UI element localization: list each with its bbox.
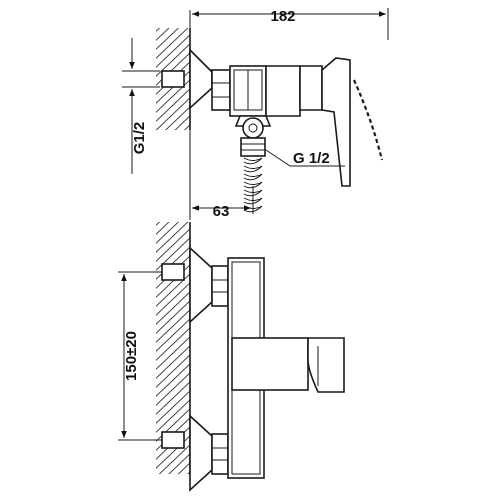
hatch-line (150, 0, 192, 28)
hatch-line (187, 471, 190, 474)
hatch-line (156, 97, 190, 130)
hatch-line (156, 336, 190, 370)
hatch-line (156, 28, 161, 32)
hatch-line (156, 372, 190, 406)
hatch-line (156, 70, 190, 104)
hatch-line (156, 88, 190, 122)
outlet-nut (240, 137, 266, 157)
wall-hatching-bottom (150, 182, 192, 500)
hatch-line (156, 28, 189, 59)
lower-flange (189, 414, 213, 492)
dim-inlet-spacing: 150±20 (123, 331, 140, 381)
upper-flange (189, 246, 213, 324)
hatch-line (156, 291, 190, 325)
hatch-line (156, 237, 190, 271)
body-extension (265, 65, 301, 117)
hatch-line (156, 363, 190, 397)
hatch-line (156, 34, 190, 68)
hatch-line (156, 327, 190, 361)
hatch-line (156, 381, 190, 415)
hatch-line (156, 273, 190, 307)
flange (189, 48, 213, 110)
hatch-line (150, 182, 192, 222)
dim-overall-width: 182 (270, 8, 295, 25)
hatch-line (168, 453, 190, 474)
dim-projection: 63 (213, 203, 230, 220)
hatch-line (156, 309, 190, 343)
hatch-line (156, 43, 190, 77)
hatch-line (156, 399, 190, 433)
lower-inlet-stub (161, 431, 185, 449)
hatch-line (156, 222, 180, 244)
hose-coil (243, 157, 263, 165)
handle-swing-path (352, 79, 384, 161)
hatch-line (156, 28, 170, 41)
upper-inlet-stub (161, 263, 185, 281)
hatch-line (156, 222, 189, 253)
hose-coil (243, 181, 263, 189)
leader-outlet-thread (265, 149, 291, 167)
hatch-line (183, 124, 190, 130)
hatch-line (156, 228, 190, 262)
hatch-line (156, 435, 190, 469)
lever-handle (321, 57, 351, 187)
hatch-line (165, 106, 190, 130)
eccentric-nut (211, 69, 231, 111)
top-view: 150±20 (118, 182, 345, 500)
hatch-line (156, 318, 190, 352)
hatch-line (158, 444, 190, 474)
upper-nut (211, 265, 229, 307)
handle-lever-top (307, 337, 345, 393)
hatch-line (156, 28, 180, 50)
hatch-line (156, 264, 190, 298)
hatch-line (156, 222, 170, 235)
hose-coil (243, 173, 263, 181)
cartridge-housing (299, 65, 323, 111)
lower-nut (211, 433, 229, 475)
hose-coil (243, 197, 263, 205)
hatch-line (156, 354, 190, 388)
side-view: 182 63 G1/2 G 1/2 (122, 0, 389, 220)
dim-outlet-thread: G 1/2 (293, 150, 330, 167)
hatch-line (150, 479, 192, 500)
hatch-line (174, 115, 190, 130)
dim-inlet-thread: G1/2 (131, 122, 148, 155)
hose-coil (243, 189, 263, 197)
hatch-line (156, 345, 190, 379)
hose-coil (243, 165, 263, 173)
hatch-line (156, 390, 190, 424)
wall-hatching-top (150, 0, 192, 172)
hatch-line (156, 79, 190, 113)
hatch-line (156, 300, 190, 334)
handle-stem (231, 337, 309, 391)
hatch-line (156, 282, 190, 316)
hatch-line (177, 462, 190, 474)
inlet-pipe-stub (161, 70, 185, 88)
outlet-ball (242, 117, 264, 139)
hatch-line (156, 222, 161, 226)
shower-hose (243, 157, 263, 213)
hatch-line (150, 132, 192, 172)
